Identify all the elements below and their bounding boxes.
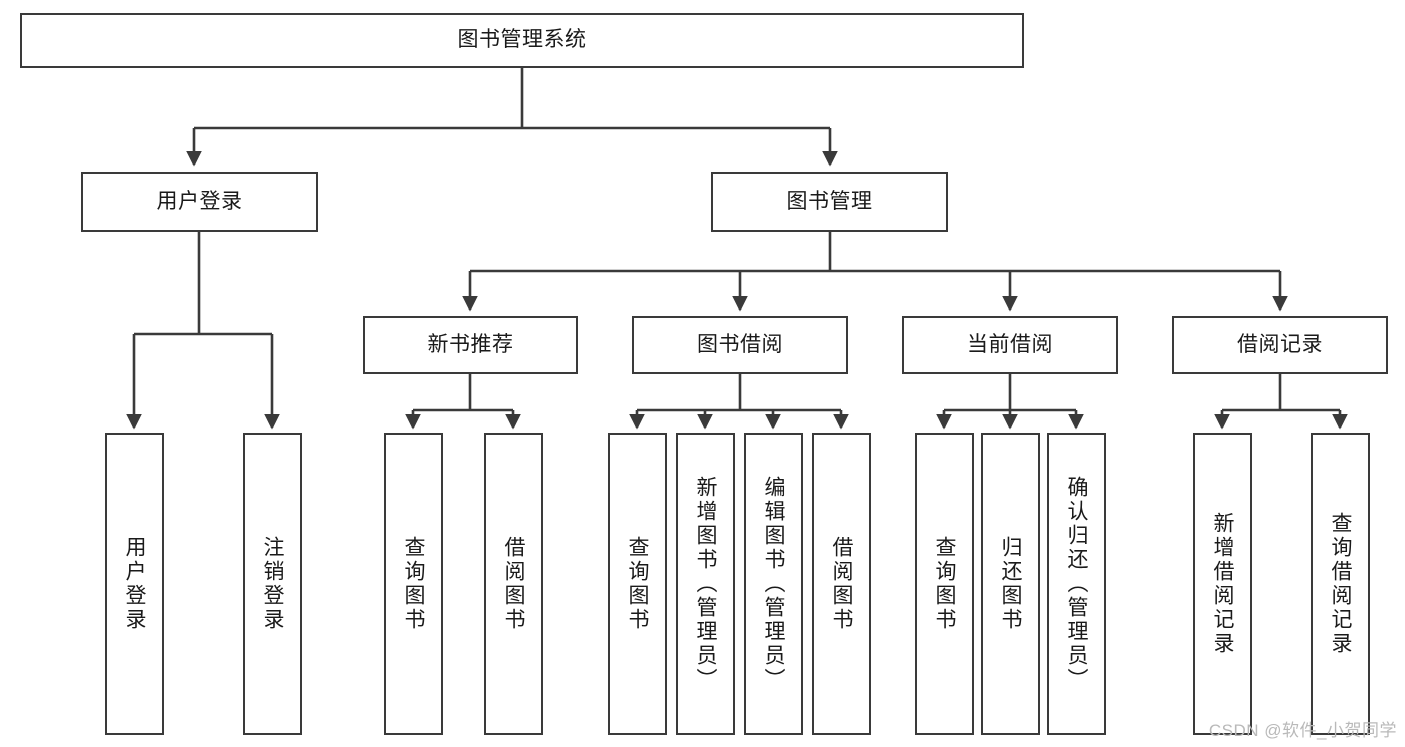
leaf-logout[interactable]: 注销登录 (243, 433, 302, 735)
leaf-add-borrow-record[interactable]: 新增借阅记录 (1193, 433, 1252, 735)
node-label: 查询图书 (402, 536, 425, 632)
leaf-borrow-book[interactable]: 借阅图书 (812, 433, 871, 735)
node-label: 新增借阅记录 (1211, 512, 1234, 656)
node-label: 注销登录 (261, 536, 284, 632)
leaf-borrow-book-recommend[interactable]: 借阅图书 (484, 433, 543, 735)
leaf-return-book[interactable]: 归还图书 (981, 433, 1040, 735)
node-label: 新书推荐 (427, 332, 514, 356)
node-borrow-record[interactable]: 借阅记录 (1172, 316, 1388, 374)
leaf-query-book-recommend[interactable]: 查询图书 (384, 433, 443, 735)
node-label: 新增图书（管理员） (694, 476, 717, 692)
node-book-borrow[interactable]: 图书借阅 (632, 316, 848, 374)
node-label: 查询图书 (933, 536, 956, 632)
leaf-query-book-current[interactable]: 查询图书 (915, 433, 974, 735)
node-label: 查询借阅记录 (1329, 512, 1352, 656)
node-label: 编辑图书（管理员） (762, 476, 785, 692)
node-label: 用户登录 (123, 536, 146, 632)
node-root-book-management-system[interactable]: 图书管理系统 (20, 13, 1024, 68)
leaf-query-book-borrow[interactable]: 查询图书 (608, 433, 667, 735)
node-label: 借阅图书 (830, 536, 853, 632)
node-label: 确认归还（管理员） (1065, 476, 1088, 692)
node-new-book-recommend[interactable]: 新书推荐 (363, 316, 578, 374)
leaf-confirm-return-admin[interactable]: 确认归还（管理员） (1047, 433, 1106, 735)
node-label: 借阅图书 (502, 536, 525, 632)
node-label: 图书管理 (786, 189, 873, 213)
node-label: 图书借阅 (697, 332, 783, 356)
csdn-watermark: CSDN @软件_小贺同学 (1208, 721, 1397, 740)
leaf-query-borrow-record[interactable]: 查询借阅记录 (1311, 433, 1370, 735)
leaf-user-login[interactable]: 用户登录 (105, 433, 164, 735)
node-current-borrow[interactable]: 当前借阅 (902, 316, 1118, 374)
leaf-edit-book-admin[interactable]: 编辑图书（管理员） (744, 433, 803, 735)
node-book-management[interactable]: 图书管理 (711, 172, 948, 232)
node-label: 用户登录 (156, 189, 243, 213)
node-user-login[interactable]: 用户登录 (81, 172, 318, 232)
node-label: 借阅记录 (1237, 332, 1323, 356)
node-label: 查询图书 (626, 536, 649, 632)
node-label: 图书管理系统 (457, 28, 587, 52)
node-label: 归还图书 (999, 536, 1022, 632)
node-label: 当前借阅 (967, 332, 1053, 356)
leaf-add-book-admin[interactable]: 新增图书（管理员） (676, 433, 735, 735)
